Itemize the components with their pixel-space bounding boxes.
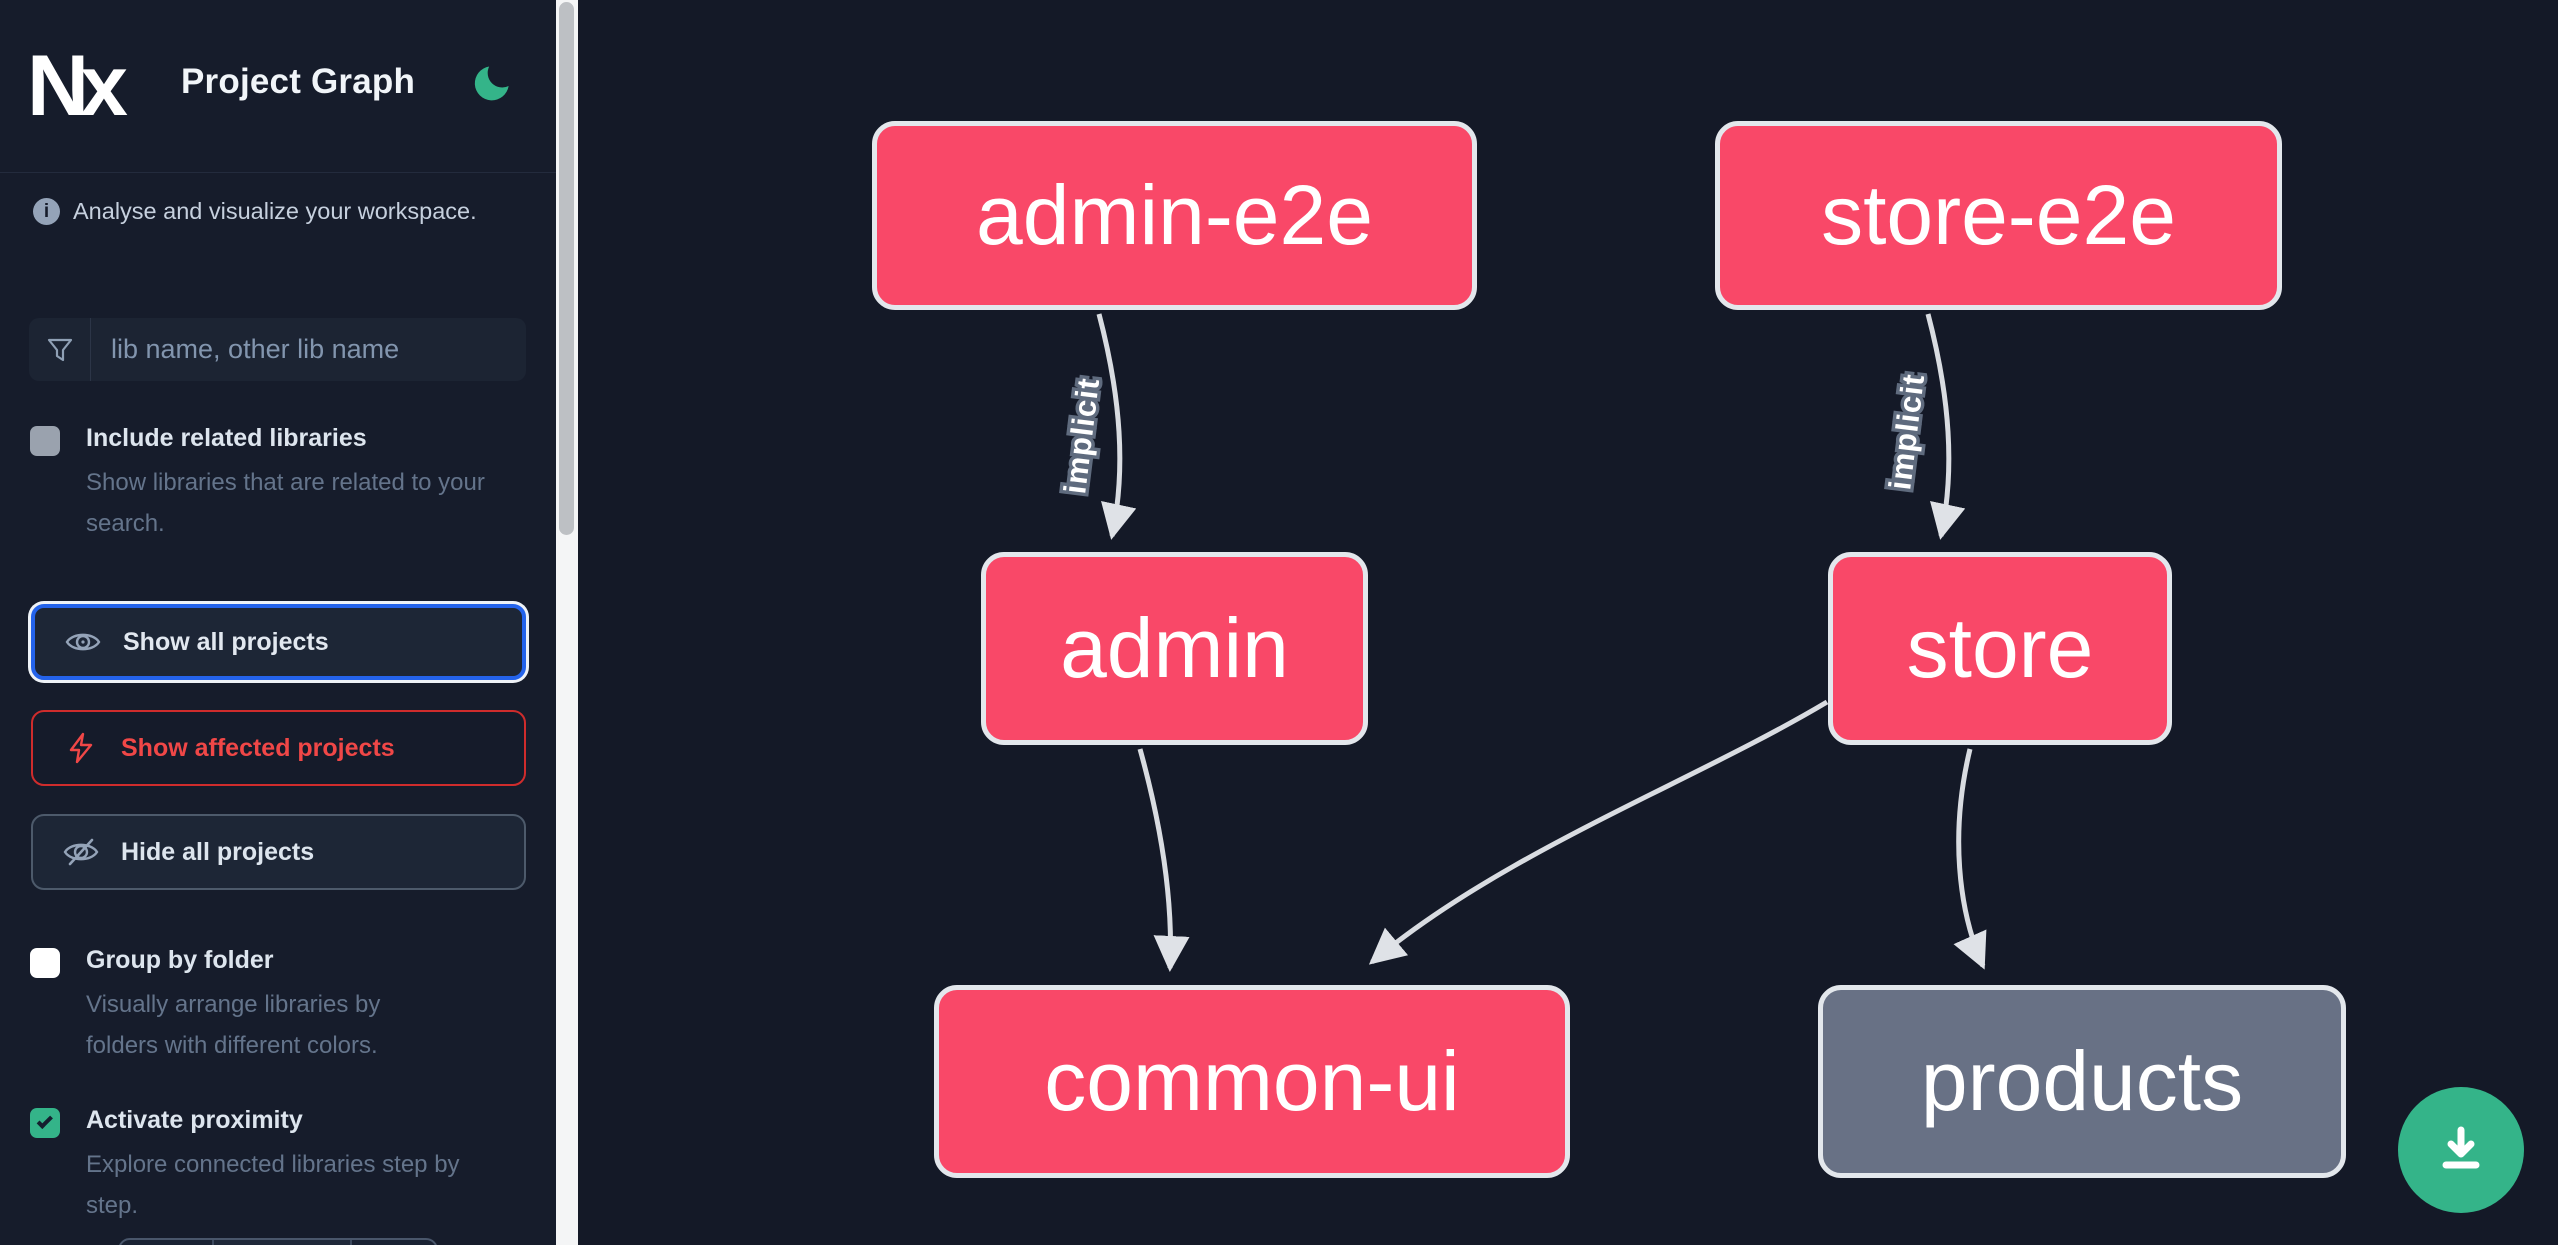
theme-toggle-button[interactable] (466, 62, 512, 108)
stepper-decrement[interactable] (120, 1240, 212, 1245)
show-affected-projects-button[interactable]: Show affected projects (31, 710, 526, 786)
option-description: Explore connected libraries step by step… (86, 1151, 460, 1219)
dependency-edges: implicit implicit (1054, 313, 1987, 972)
edge-label-implicit: implicit (1882, 372, 1931, 492)
option-group-by-folder: Group by folder Visually arrange librari… (30, 946, 431, 1066)
node-label: products (1920, 1034, 2244, 1128)
edge-label-implicit: implicit (1057, 376, 1106, 496)
option-include-related: Include related libraries Show libraries… (30, 424, 506, 544)
edge-admin-common-ui (1137, 748, 1190, 972)
node-label: store (1906, 601, 2094, 695)
search-box (29, 318, 526, 381)
edge-store-common-ui (1368, 699, 1829, 965)
button-label: Hide all projects (121, 837, 315, 866)
moon-icon (466, 66, 512, 112)
stepper-value (212, 1240, 350, 1245)
sidebar: Nx Project Graph i Analyse and visualize… (0, 0, 556, 1245)
group-by-folder-checkbox[interactable] (30, 948, 60, 978)
graph-node-store-e2e[interactable]: store-e2e (1715, 121, 2282, 310)
option-description: Visually arrange libraries by folders wi… (86, 991, 381, 1059)
info-icon: i (33, 198, 60, 225)
download-graph-button[interactable] (2398, 1087, 2524, 1213)
checkmark-icon (36, 1112, 53, 1130)
option-description: Show libraries that are related to your … (86, 469, 485, 537)
graph-node-admin-e2e[interactable]: admin-e2e (872, 121, 1477, 310)
option-label: Activate proximity (86, 1106, 303, 1134)
lightning-bolt-icon (63, 732, 99, 764)
option-label: Include related libraries (86, 424, 367, 452)
filter-funnel-icon (29, 318, 91, 381)
proximity-depth-stepper[interactable] (118, 1238, 438, 1245)
graph-node-common-ui[interactable]: common-ui (934, 985, 1570, 1178)
page-title: Project Graph (181, 62, 416, 101)
stepper-increment[interactable] (350, 1240, 436, 1245)
edge-admin-e2e-admin (1096, 313, 1137, 540)
node-label: admin-e2e (976, 168, 1373, 262)
button-label: Show all projects (123, 627, 329, 656)
graph-node-store[interactable]: store (1828, 552, 2172, 745)
show-all-projects-button[interactable]: Show all projects (31, 604, 526, 680)
project-graph-canvas[interactable]: implicit implicit admin-e2e store-e2e ad… (578, 0, 2558, 1245)
download-icon (2433, 1120, 2489, 1181)
sidebar-scrollbar-track[interactable] (556, 0, 578, 1245)
activate-proximity-checkbox[interactable] (30, 1108, 60, 1138)
search-input[interactable] (91, 318, 526, 381)
node-label: common-ui (1044, 1034, 1460, 1128)
button-label: Show affected projects (121, 733, 395, 762)
workspace-tagline-row: i Analyse and visualize your workspace. (33, 198, 477, 225)
option-label: Group by folder (86, 946, 274, 974)
graph-node-products[interactable]: products (1818, 985, 2346, 1178)
option-activate-proximity: Activate proximity Explore connected lib… (30, 1106, 486, 1226)
sidebar-scrollbar-thumb[interactable] (559, 2, 574, 535)
eye-off-icon (63, 837, 99, 867)
node-label: admin (1060, 601, 1289, 695)
edge-store-e2e-store (1925, 313, 1966, 540)
eye-icon (65, 629, 101, 655)
include-related-checkbox[interactable] (30, 426, 60, 456)
hide-all-projects-button[interactable]: Hide all projects (31, 814, 526, 890)
node-label: store-e2e (1821, 168, 2176, 262)
graph-node-admin[interactable]: admin (981, 552, 1368, 745)
nx-logo: Nx (27, 38, 128, 134)
workspace-tagline: Analyse and visualize your workspace. (73, 198, 477, 224)
sidebar-header: Nx Project Graph (0, 0, 556, 173)
edge-store-products (1953, 748, 1987, 970)
